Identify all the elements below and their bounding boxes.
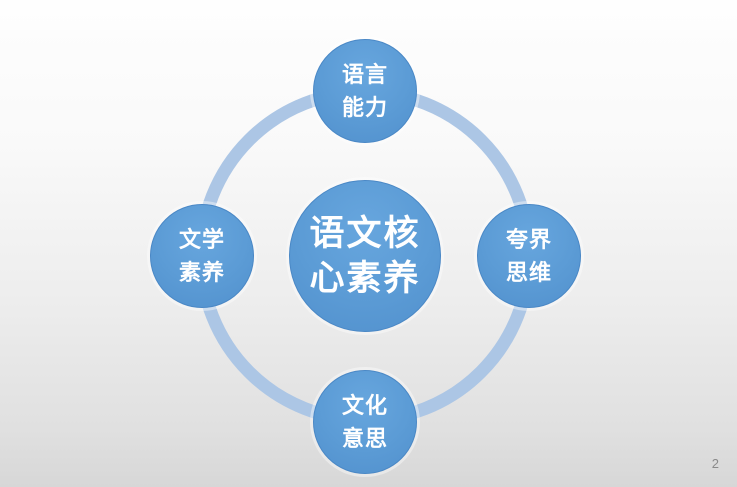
node-left-label-line2: 素养	[178, 260, 225, 285]
node-right-label-line1: 夸界	[505, 227, 552, 252]
node-top-label-line2: 能力	[341, 95, 388, 120]
node-bottom-label-line2: 意思	[341, 426, 388, 451]
slide-page-number: 2	[711, 456, 719, 471]
node-circle-bottom: 文化 意思	[313, 370, 417, 474]
center-node-label-line2: 心素养	[309, 259, 421, 298]
center-node-circle: 语文核 心素养	[289, 180, 441, 332]
node-left-label-line1: 文学	[178, 227, 225, 252]
node-right-label-line2: 思维	[505, 260, 552, 285]
node-circle-left: 文学 素养	[150, 204, 254, 308]
node-circle-right: 夸界 思维	[477, 204, 581, 308]
node-top-label-line1: 语言	[341, 62, 388, 87]
node-bottom-label-line1: 文化	[341, 393, 388, 418]
center-node-label-line1: 语文核	[309, 214, 421, 253]
node-circle-top: 语言 能力	[313, 39, 417, 143]
